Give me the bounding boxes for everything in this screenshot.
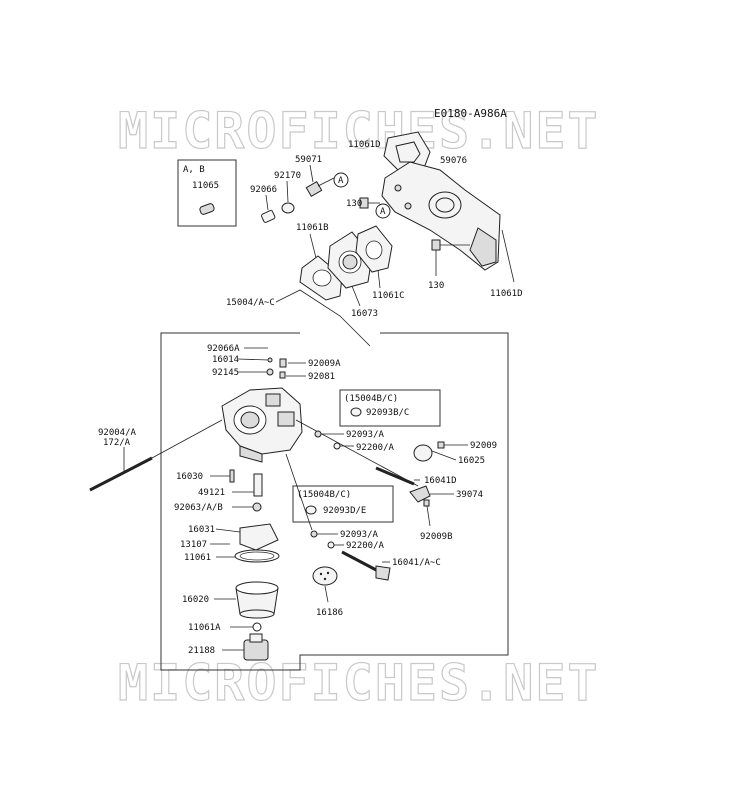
label-92093a-1: 92093/A [346,430,385,440]
callout-a-2: A [375,203,391,219]
label-11061d-top: 11061D [348,140,381,150]
label-92200a-1: 92200/A [356,443,395,453]
label-92063: 92063/A/B [174,503,223,513]
pin-11065 [199,203,215,215]
label-92093a-2: 92093/A [340,530,379,540]
throttle-plate-16025 [413,444,433,462]
hose-92066 [261,209,276,223]
svg-text:A: A [338,176,344,186]
gasket-11061 [234,549,280,563]
inset-header: A, B [183,165,205,175]
label-16030: 16030 [176,472,203,482]
label-16186: 16186 [316,608,343,618]
svg-text:(15004B/C): (15004B/C) [297,490,351,500]
label-16073: 16073 [351,309,378,319]
label-92066a: 92066A [207,344,240,354]
gasket-11061b [299,255,343,301]
label-11061a: 11061A [188,623,221,633]
variant-box-b-c-1: (15004B/C) 92093B/C [339,389,441,427]
label-16041ac: 16041/A~C [392,558,441,568]
label-92009b: 92009B [420,532,453,542]
label-11061c: 11061C [372,291,405,301]
label-16014: 16014 [212,355,239,365]
stud-92004 [89,456,153,492]
label-49121: 49121 [198,488,225,498]
label-92093bc: 92093B/C [366,408,409,418]
label-92066: 92066 [250,185,277,195]
gasket-11061c [355,225,393,273]
washer-92063 [252,502,262,512]
watermark-bottom: MICROFICHES.NET [118,654,600,712]
gasket-11061d-side [501,229,515,283]
label-16025: 16025 [458,456,485,466]
inset-part-label: 11065 [192,181,219,191]
watermark-top: MICROFICHES.NET [118,102,600,160]
label-130-a: 130 [346,199,362,209]
label-92009a: 92009A [308,359,341,369]
callout-a-1: A [333,172,349,188]
label-92081: 92081 [308,372,335,382]
label-11061: 11061 [184,553,211,563]
screw-92009 [437,441,445,449]
label-92004-a: 92004/A [98,428,137,438]
svg-text:A: A [380,207,386,217]
label-92093de: 92093D/E [323,506,366,516]
label-21188: 21188 [188,646,215,656]
diagram-code: E0180-A986A [434,107,507,120]
bolt-130-a [359,197,380,209]
float-bowl-16020 [235,581,279,619]
clamp-92170 [281,202,295,214]
label-16020: 16020 [182,595,209,605]
label-11061d-side: 11061D [490,289,523,299]
label-92200a-2: 92200/A [346,541,385,551]
solenoid-21188 [243,633,269,661]
label-172-a: 172/A [103,438,131,448]
gasket-11061d-top [383,131,431,171]
label-92145: 92145 [212,368,239,378]
needle-16030 [229,469,235,483]
washer-11061a [252,622,262,632]
float-16031 [239,523,279,551]
intake-manifold-59076 [381,161,501,271]
lever-39074 [409,485,431,503]
label-13107: 13107 [180,540,207,550]
carburetor-body [221,387,303,463]
svg-text:(15004B/C): (15004B/C) [344,394,398,404]
label-130-b: 130 [428,281,444,291]
choke-plate-16186 [312,566,338,586]
inset-box: A, B 11065 [177,159,237,227]
label-39074: 39074 [456,490,483,500]
label-16041d: 16041D [424,476,457,486]
label-15004: 15004/A~C [226,298,275,308]
variant-box-b-c-2: (15004B/C) 92093D/E [292,485,394,523]
assembly-frame [160,332,509,671]
fitting-59071 [305,177,335,198]
jet-49121 [253,473,263,497]
choke-shaft-16041ac [341,550,391,581]
label-59071: 59071 [295,155,322,165]
label-59076: 59076 [440,156,467,166]
label-92009: 92009 [470,441,497,451]
label-11061b: 11061B [296,223,329,233]
label-92170: 92170 [274,171,301,181]
label-16031: 16031 [188,525,215,535]
shaft-16041d [375,466,415,486]
